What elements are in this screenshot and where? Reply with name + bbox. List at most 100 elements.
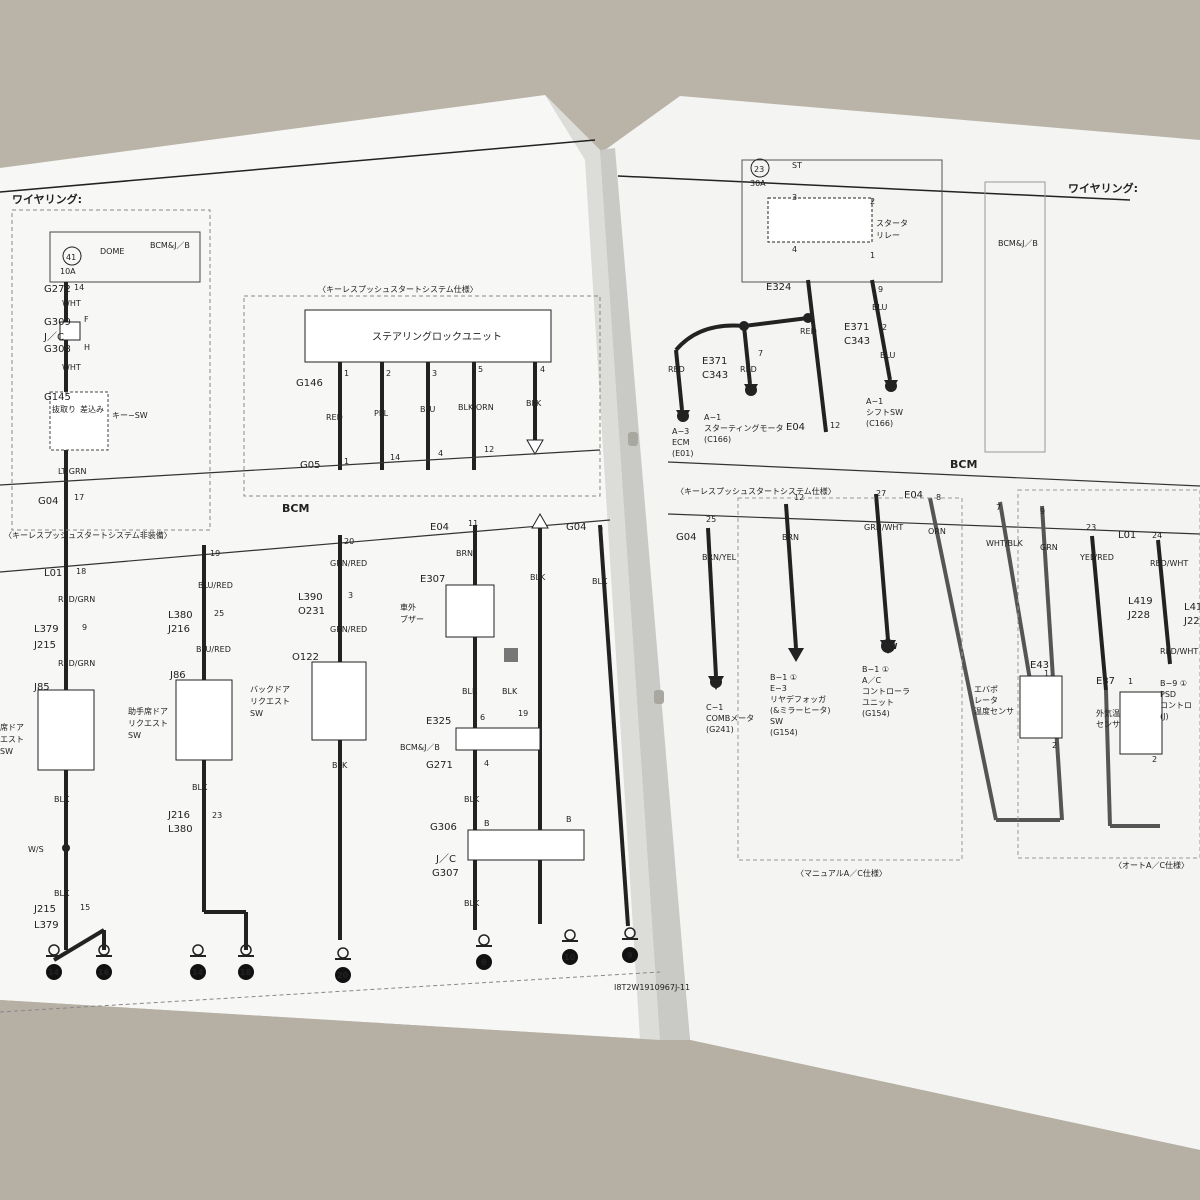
key-sw-pos-insert: 差込み xyxy=(80,404,104,414)
wire-color: BLU/RED xyxy=(198,581,233,590)
bcm-right-label: BCM xyxy=(950,458,977,471)
left-wiring-diagram: ワイヤリング: 41 10A DOME BCM&J／B G272 14 WHT … xyxy=(0,139,690,1013)
wire-color: BLK xyxy=(462,687,478,696)
pin-label: 11 xyxy=(468,519,478,528)
pin-label: 12 xyxy=(794,493,804,502)
label-evap: エバポレータ温度センサ xyxy=(974,685,1014,716)
wire-color: RED/GRN xyxy=(58,595,95,604)
left-page-shadow xyxy=(545,95,660,1040)
wire-color: GRN/RED xyxy=(330,559,367,568)
key-sw-label: キー−SW xyxy=(112,411,148,420)
ground-symbol: 14 xyxy=(46,944,62,980)
passenger-door-label: 助手席ドア xyxy=(128,706,168,716)
pin-label: 3 xyxy=(348,591,353,600)
wire-color: BLK xyxy=(332,761,348,770)
wire-color: GRN/WHT xyxy=(864,523,903,532)
conn-g306: G306 xyxy=(430,822,457,833)
pin-label: 19 xyxy=(518,709,528,718)
bcm-jb-right: BCM&J／B xyxy=(998,239,1038,248)
conn-l379b: L379 xyxy=(34,920,59,931)
conn-e37: E37 xyxy=(1096,676,1115,687)
pin-label: 25 xyxy=(214,609,224,618)
conn-e325: E325 xyxy=(426,716,451,727)
pin-label: 2 xyxy=(386,369,391,378)
wire-color: BLK xyxy=(526,399,542,408)
wire-color: WHT/BLK xyxy=(986,539,1023,548)
wire-color: PPL xyxy=(374,409,389,418)
relay-label2: リレー xyxy=(876,231,900,240)
wire-color: BRN xyxy=(456,549,473,558)
pin-label: 3 xyxy=(432,369,437,378)
wire-color: RED xyxy=(668,365,685,374)
pin-label: 15 xyxy=(80,903,90,912)
wire-color: ORN xyxy=(928,527,946,536)
ground-number: 14 xyxy=(192,968,204,977)
wire-color: BRN xyxy=(782,533,799,542)
right-wiring-diagram: ワイヤリング: 23 30A ST スタータ リレー 3 4 2 1 BCM&J… xyxy=(617,158,1200,878)
wire-color: BLK xyxy=(464,899,480,908)
pin-label: 3 xyxy=(792,193,797,202)
relay-label: スタータ xyxy=(876,219,908,228)
conn-e324: E324 xyxy=(766,282,791,293)
conn-j215b: J215 xyxy=(33,904,56,915)
ground-number: 16 xyxy=(98,968,110,977)
conn-e04: E04 xyxy=(430,522,449,533)
conn-e307: E307 xyxy=(420,574,445,585)
ground-number: 20 xyxy=(337,971,349,980)
pin-label: 9 xyxy=(878,285,883,294)
conn-g04-right: G04 xyxy=(676,532,696,543)
wire-color: GRN xyxy=(1040,543,1058,552)
pin-label: 6 xyxy=(480,713,485,722)
wire-color: BLK xyxy=(502,687,518,696)
wire-color: BRN/YEL xyxy=(702,553,737,562)
manual-ac-label: 〈マニュアルA／C仕様〉 xyxy=(796,868,887,878)
conn-l01-right: L01 xyxy=(1118,530,1136,541)
wire-color: WHT xyxy=(62,363,81,372)
conn-g309: G309 xyxy=(44,317,71,328)
wire-color: YEL/RED xyxy=(1079,553,1114,562)
wire-color: LT GRN xyxy=(58,467,87,476)
conn-g271: G271 xyxy=(426,760,453,771)
conn-g146: G146 xyxy=(296,378,323,389)
badge-gw: GW xyxy=(882,642,898,651)
badge-b: B xyxy=(888,382,894,391)
pin-label: 19 xyxy=(210,549,220,558)
ground-number: 10 xyxy=(564,953,576,962)
pin-label: 25 xyxy=(706,515,716,524)
conn-j216b: J216 xyxy=(167,810,190,821)
label-outside-temp: 外気温センサ xyxy=(1096,708,1120,729)
ground-number: 14 xyxy=(48,968,60,977)
pin-label: 23 xyxy=(1086,523,1096,532)
keyless-spec-label: 〈キーレスプッシュスタートシステム仕様〉 xyxy=(318,284,478,294)
pin-label: 4 xyxy=(792,245,797,254)
ground-symbol: 20 xyxy=(335,947,351,983)
pin-label: 2 xyxy=(1152,755,1157,764)
fuse-name: DOME xyxy=(100,247,124,256)
bcm-label: BCM xyxy=(282,502,309,515)
wire-color: RED/WHT xyxy=(1160,647,1198,656)
binding-staple xyxy=(628,432,638,446)
pin-label: H xyxy=(84,343,90,352)
conn-g308: G308 xyxy=(44,344,71,355)
keyless-non-label: 〈キーレスプッシュスタートシステム非装備〉 xyxy=(4,530,172,540)
auto-ac-label: 〈オートA／C仕様〉 xyxy=(1114,860,1189,870)
conn-g307: G307 xyxy=(432,868,459,879)
conn-o231: O231 xyxy=(298,606,325,617)
conn-l419: L419 xyxy=(1128,596,1153,607)
conn-e04b-right: E04 xyxy=(904,490,923,501)
conn-c343b: C343 xyxy=(702,370,728,381)
driver-door-label: 席ドア xyxy=(0,722,24,732)
wire-color: BLK xyxy=(592,577,608,586)
pin-label: 12 xyxy=(830,421,840,430)
badge-r1: R xyxy=(680,412,686,421)
left-header: ワイヤリング: xyxy=(12,192,82,206)
conn-l01: L01 xyxy=(44,568,62,579)
wire-color: GRN/RED xyxy=(330,625,367,634)
pin-label: 7 xyxy=(806,281,811,290)
wire-color: BLU xyxy=(880,351,896,360)
conn-ws: W/S xyxy=(28,845,44,854)
wire-color: RED xyxy=(740,365,757,374)
